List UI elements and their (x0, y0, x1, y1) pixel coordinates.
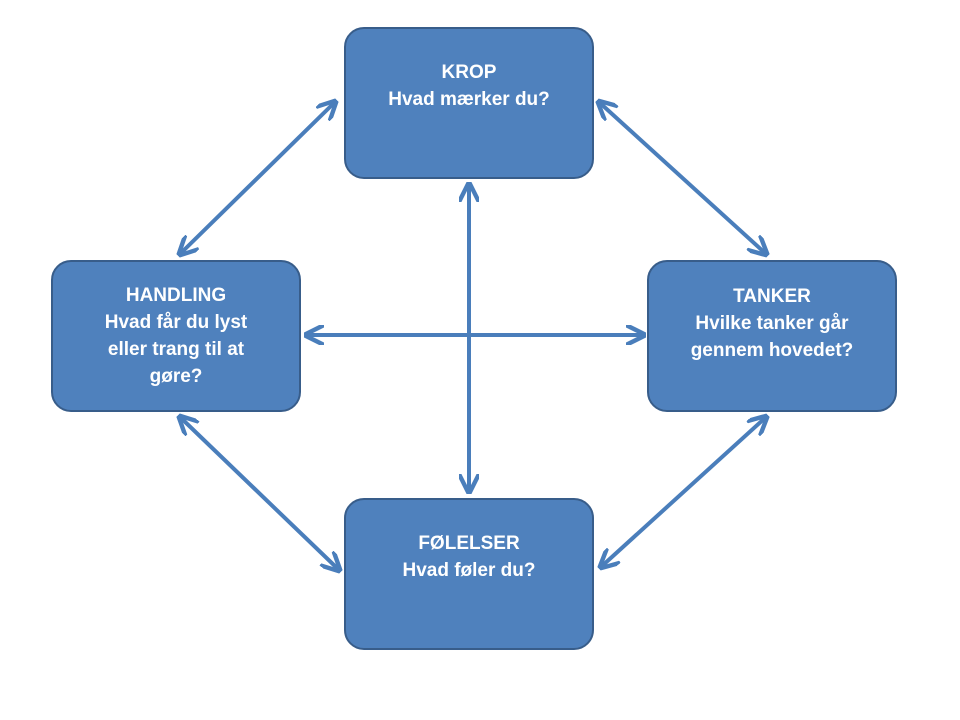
box-tanker-question-line-2: gennem hovedet? (690, 339, 854, 361)
box-tanker-question-line-1: Hvilke tanker går (695, 312, 849, 334)
box-tanker: TANKER Hvilke tanker går gennem hovedet? (647, 260, 897, 412)
box-krop-title: KROP (441, 62, 497, 83)
box-handling: HANDLING Hvad får du lyst eller trang ti… (51, 260, 301, 412)
box-tanker-title: TANKER (733, 285, 811, 307)
box-handling-title: HANDLING (125, 285, 227, 306)
arrow-tanker-folelser (602, 418, 765, 566)
box-handling-question-line-1: Hvad får du lyst (104, 312, 248, 333)
box-folelser: FØLELSER Hvad føler du? (344, 498, 594, 650)
arrow-krop-tanker (600, 103, 765, 253)
box-krop: KROP Hvad mærker du? (344, 27, 594, 179)
box-krop-question: Hvad mærker du? (388, 89, 550, 110)
box-handling-question-line-2: eller trang til at (107, 339, 245, 360)
box-folelser-title: FØLELSER (418, 533, 520, 554)
arrow-krop-handling (181, 103, 334, 253)
box-handling-question-line-3: gøre? (149, 366, 203, 387)
arrow-handling-folelser (181, 418, 338, 569)
box-folelser-question: Hvad føler du? (402, 560, 536, 581)
